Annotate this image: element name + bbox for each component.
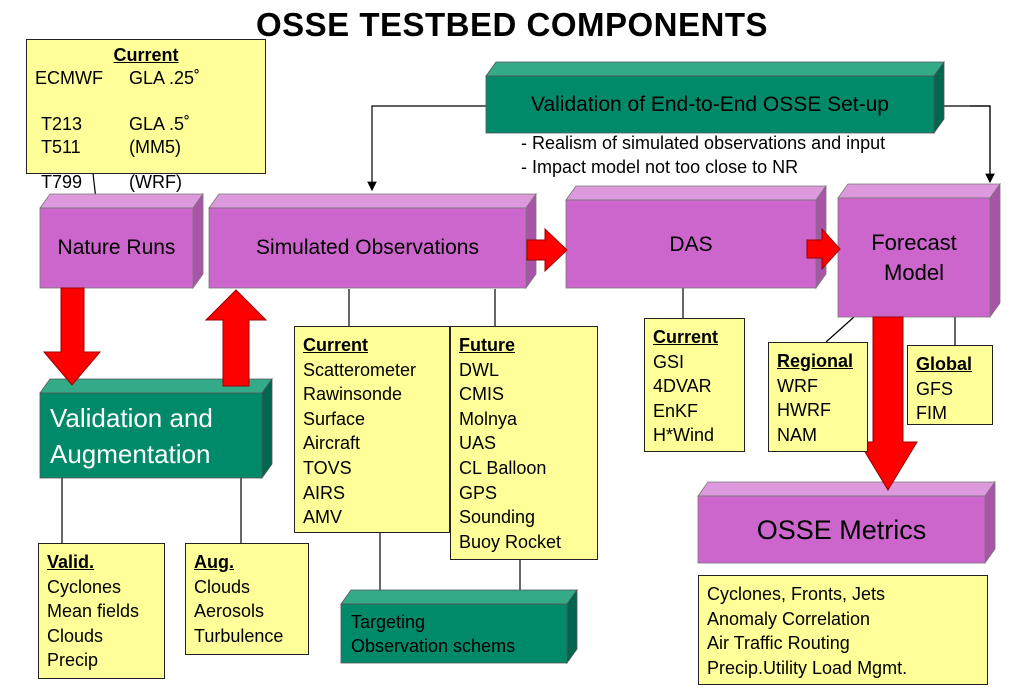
aug-note: Aug. Clouds Aerosols Turbulence	[185, 543, 309, 655]
note-item: Cyclones, Fronts, Jets	[707, 584, 886, 604]
note-item: GSI	[653, 351, 685, 372]
validation-augmentation-box	[39, 377, 273, 480]
setup-bullets: - Realism of simulated observations and …	[521, 131, 885, 179]
targeting-box	[340, 588, 578, 665]
nature-runs-box	[39, 192, 204, 290]
model-global-note: Global GFS FIM	[907, 345, 993, 425]
note-item: FIM	[916, 403, 947, 424]
note-cell: GLA .25˚	[129, 68, 201, 88]
validation-augmentation-label: Validation and Augmentation	[40, 393, 262, 478]
note-heading: Future	[459, 335, 515, 355]
note-item: Anomaly Correlation	[707, 608, 871, 629]
forecast-model-line: Model	[884, 260, 944, 285]
obs-current-note: Current Scatterometer Rawinsonde Surface…	[294, 326, 450, 533]
note-item: AMV	[303, 507, 343, 528]
note-cell: T213	[41, 114, 83, 134]
note-heading: Valid.	[47, 552, 95, 572]
targeting-line: Targeting	[351, 611, 426, 632]
note-heading: Current	[303, 335, 369, 355]
note-heading: Global	[916, 354, 973, 374]
obs-future-note: Future DWL CMIS Molnya UAS CL Balloon GP…	[450, 326, 598, 560]
note-item: Mean fields	[47, 601, 140, 622]
note-item: Molnya	[459, 408, 518, 429]
validation-augmentation-line: Validation and	[50, 402, 213, 433]
forecast-model-line: Forecast	[871, 230, 957, 255]
note-cell: (WRF)	[129, 172, 182, 192]
note-item: Sounding	[459, 507, 536, 528]
page-title: OSSE TESTBED COMPONENTS	[255, 6, 769, 43]
note-item: GPS	[459, 482, 498, 503]
note-item: 4DVAR	[653, 376, 712, 397]
note-item: Precip.Utility Load Mgmt.	[707, 657, 908, 678]
nature-runs-note: Current ECMWF GLA .25˚ T213 GLA .5˚ T511 (M…	[26, 39, 266, 192]
validation-setup-label: Validation of End-to-End OSSE Set-up	[531, 92, 889, 116]
note-item: EnKF	[653, 400, 699, 421]
note-item: Aircraft	[303, 433, 361, 454]
note-item: H*Wind	[653, 425, 715, 446]
validation-augmentation-line: Augmentation	[50, 438, 211, 469]
note-item: Precip	[47, 650, 99, 671]
note-item: GFS	[916, 378, 954, 399]
note-cell: GLA .5˚	[129, 114, 191, 134]
note-item: Rawinsonde	[303, 384, 403, 405]
arrow-nature-to-validation	[42, 287, 102, 386]
connector-model-regional	[825, 316, 855, 343]
targeting-line: Observation schems	[351, 635, 516, 656]
model-regional-note: Regional WRF HWRF NAM	[768, 342, 868, 452]
note-item: Air Traffic Routing	[707, 633, 850, 654]
note-heading: Current	[113, 45, 179, 65]
note-item: Turbulence	[194, 625, 284, 646]
note-item: CMIS	[459, 384, 504, 405]
note-item: DWL	[459, 359, 499, 380]
simulated-observations-box	[208, 192, 537, 290]
arrow-das-to-forecast	[806, 227, 841, 271]
note-item: CL Balloon	[459, 457, 547, 478]
arrow-setup-to-sim	[367, 105, 486, 192]
arrow-augmentation-to-sim	[204, 289, 268, 387]
arrow-setup-to-forecast-down	[970, 105, 995, 184]
note-heading: Current	[653, 327, 719, 347]
simulated-observations-label: Simulated Observations	[256, 236, 479, 259]
note-heading: Regional	[777, 351, 854, 371]
note-item: TOVS	[303, 457, 352, 478]
note-item: UAS	[459, 433, 497, 454]
setup-bullet: - Realism of simulated observations and …	[521, 133, 886, 153]
das-box	[565, 184, 827, 290]
setup-bullet: - Impact model not too close to NR	[521, 157, 799, 177]
note-item: Clouds	[194, 576, 251, 597]
valid-note: Valid. Cyclones Mean fields Clouds Preci…	[38, 543, 165, 679]
das-label: DAS	[669, 233, 713, 256]
note-item: HWRF	[777, 400, 831, 421]
osse-metrics-label: OSSE Metrics	[756, 514, 927, 545]
validation-setup-box	[485, 60, 945, 135]
forecast-model-label: Forecast Model	[838, 226, 990, 290]
note-item: Clouds	[47, 625, 104, 646]
das-current-note: Current GSI 4DVAR EnKF H*Wind	[644, 318, 745, 452]
note-cell: T799	[41, 172, 83, 192]
note-item: WRF	[777, 375, 818, 396]
note-item: AIRS	[303, 482, 346, 503]
note-item: Surface	[303, 408, 366, 429]
osse-metrics-box	[697, 480, 996, 565]
targeting-label: Targeting Observation schems	[341, 604, 567, 663]
nature-runs-label: Nature Runs	[57, 236, 176, 259]
note-cell: ECMWF	[35, 68, 103, 88]
note-item: Buoy Rocket	[459, 531, 562, 552]
arrow-sim-to-das	[526, 227, 568, 273]
note-heading: Aug.	[194, 552, 234, 572]
note-item: Scatterometer	[303, 359, 417, 380]
metrics-items-note: Cyclones, Fronts, Jets Anomaly Correlati…	[698, 575, 988, 685]
note-item: NAM	[777, 424, 817, 445]
arrow-forecast-to-metrics	[858, 316, 918, 491]
note-cell: (MM5)	[129, 137, 181, 157]
note-cell: T511	[41, 137, 81, 157]
note-item: Cyclones	[47, 576, 122, 597]
forecast-model-box	[837, 182, 1001, 319]
note-item: Aerosols	[194, 601, 265, 622]
